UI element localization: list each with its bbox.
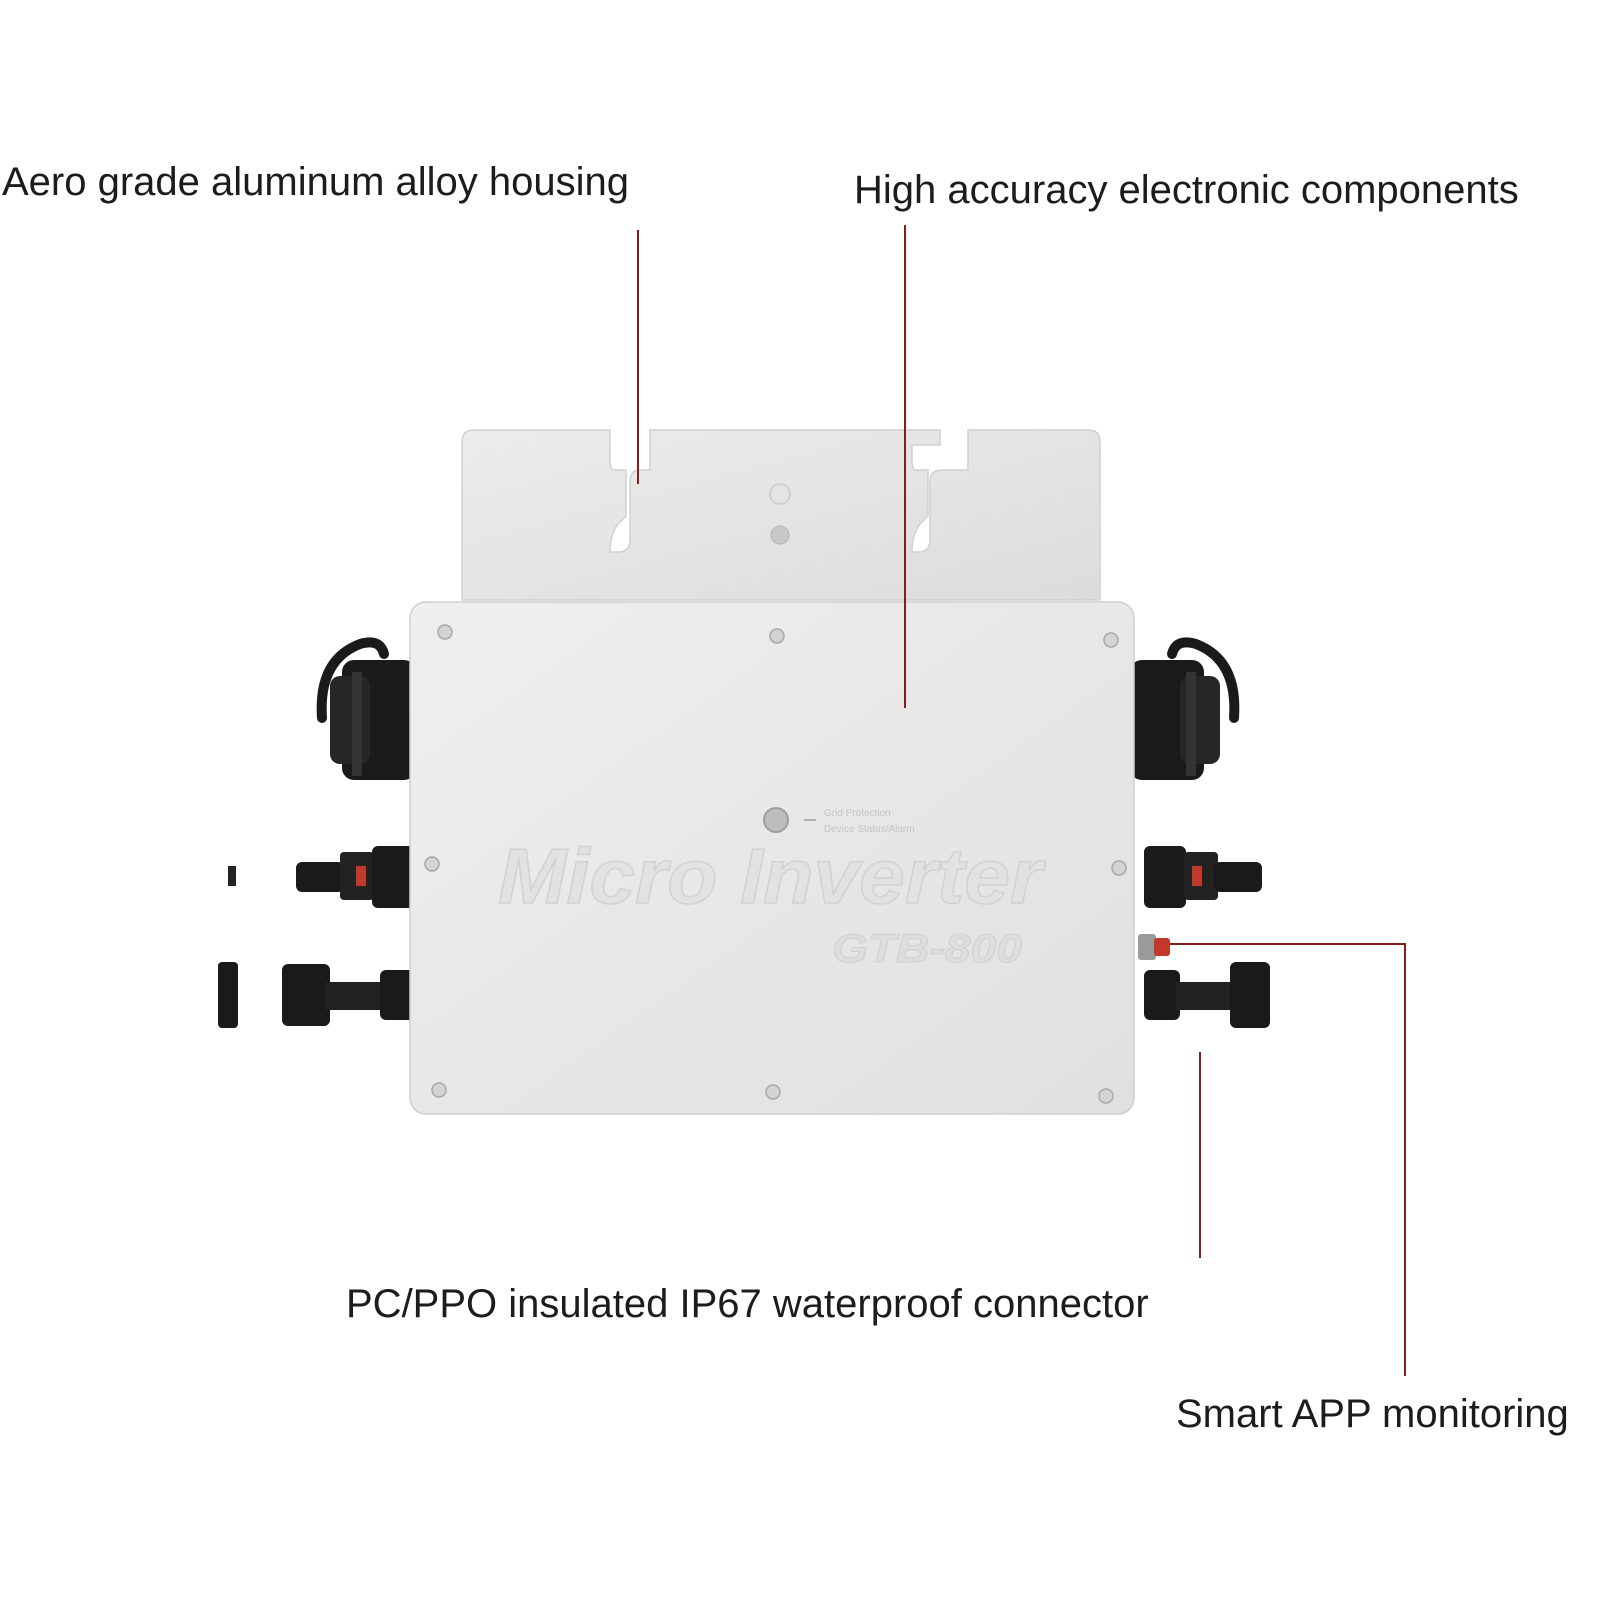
status-led — [763, 807, 789, 833]
indicator-text-line2: Device Status/Alarm — [824, 824, 915, 835]
screw — [1103, 632, 1119, 648]
plate-logo-mark — [769, 483, 791, 505]
ac-connector-right — [1130, 637, 1240, 780]
screw — [437, 624, 453, 640]
screw — [1098, 1088, 1114, 1104]
product-title: Micro Inverter — [498, 832, 1046, 920]
leader-lines — [637, 225, 1406, 1376]
screw — [431, 1082, 447, 1098]
app-monitoring-button — [1138, 934, 1170, 960]
product-model: GTB-800 — [832, 927, 1022, 971]
callout-connector: PC/PPO insulated IP67 waterproof connect… — [346, 1282, 1149, 1326]
indicator-text-line1: Grid Protection — [824, 808, 891, 819]
screw — [424, 856, 440, 872]
screw — [769, 628, 785, 644]
callout-components: High accuracy electronic components — [854, 168, 1519, 212]
callout-app-monitoring: Smart APP monitoring — [1176, 1392, 1569, 1436]
dc-connector-right-top — [1144, 846, 1262, 908]
mounting-plate-outline — [461, 429, 1101, 601]
plate-hole — [770, 525, 790, 545]
screw — [765, 1084, 781, 1100]
leader-line-app — [1170, 943, 1406, 1376]
dc-connector-left-top — [228, 846, 414, 908]
dc-connector-right-bottom — [1144, 962, 1270, 1028]
dc-connector-left-bottom — [218, 962, 416, 1028]
screw — [1111, 860, 1127, 876]
inverter-housing — [409, 601, 1135, 1115]
housing-screws — [424, 624, 1127, 1104]
callout-housing: Aero grade aluminum alloy housing — [2, 160, 630, 204]
ac-connector-left — [316, 637, 416, 780]
